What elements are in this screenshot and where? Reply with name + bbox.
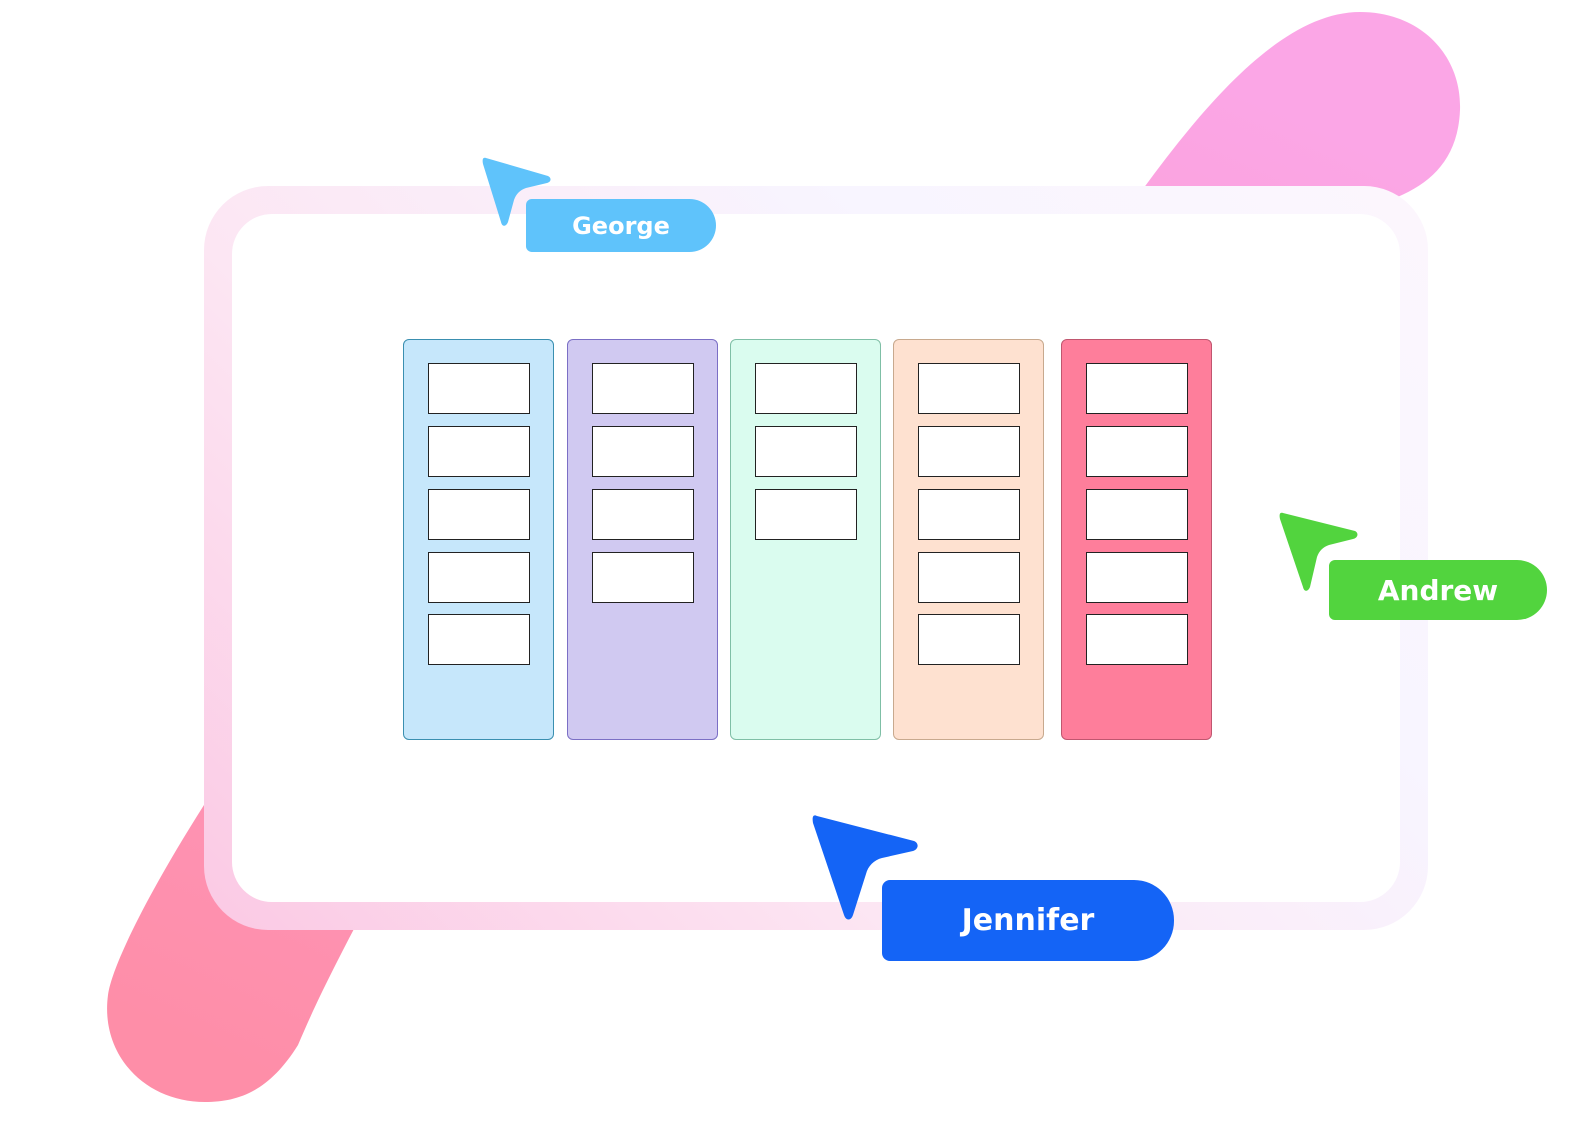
jennifer-name-tag: Jennifer xyxy=(882,880,1174,961)
kanban-column-5[interactable] xyxy=(1061,339,1212,740)
kanban-card[interactable] xyxy=(918,552,1020,603)
andrew-name-label: Andrew xyxy=(1377,573,1499,607)
kanban-card[interactable] xyxy=(592,552,694,603)
kanban-card[interactable] xyxy=(592,426,694,477)
kanban-card[interactable] xyxy=(1086,489,1188,540)
andrew-pointer-icon xyxy=(1279,512,1358,591)
kanban-card[interactable] xyxy=(592,363,694,414)
kanban-card[interactable] xyxy=(428,363,530,414)
andrew-name-tag: Andrew xyxy=(1329,560,1547,620)
kanban-card[interactable] xyxy=(918,614,1020,665)
kanban-column-3[interactable] xyxy=(730,339,881,740)
kanban-card[interactable] xyxy=(1086,614,1188,665)
kanban-card[interactable] xyxy=(1086,363,1188,414)
kanban-card[interactable] xyxy=(428,552,530,603)
kanban-board xyxy=(403,339,1213,741)
george-pointer-icon xyxy=(482,157,551,226)
kanban-card[interactable] xyxy=(918,363,1020,414)
kanban-card[interactable] xyxy=(918,426,1020,477)
kanban-card[interactable] xyxy=(428,426,530,477)
kanban-card[interactable] xyxy=(1086,552,1188,603)
kanban-column-1[interactable] xyxy=(403,339,554,740)
kanban-card[interactable] xyxy=(428,489,530,540)
kanban-card[interactable] xyxy=(428,614,530,665)
background-blob-shape xyxy=(107,12,1461,1102)
jennifer-pointer-icon xyxy=(812,815,918,920)
jennifer-name-label: Jennifer xyxy=(961,903,1095,938)
kanban-card[interactable] xyxy=(755,363,857,414)
kanban-card[interactable] xyxy=(755,489,857,540)
kanban-column-4[interactable] xyxy=(893,339,1044,740)
george-name-label: George xyxy=(572,211,670,240)
george-name-tag: George xyxy=(526,199,716,252)
kanban-card[interactable] xyxy=(755,426,857,477)
kanban-card[interactable] xyxy=(1086,426,1188,477)
kanban-column-2[interactable] xyxy=(567,339,718,740)
kanban-card[interactable] xyxy=(592,489,694,540)
kanban-card[interactable] xyxy=(918,489,1020,540)
